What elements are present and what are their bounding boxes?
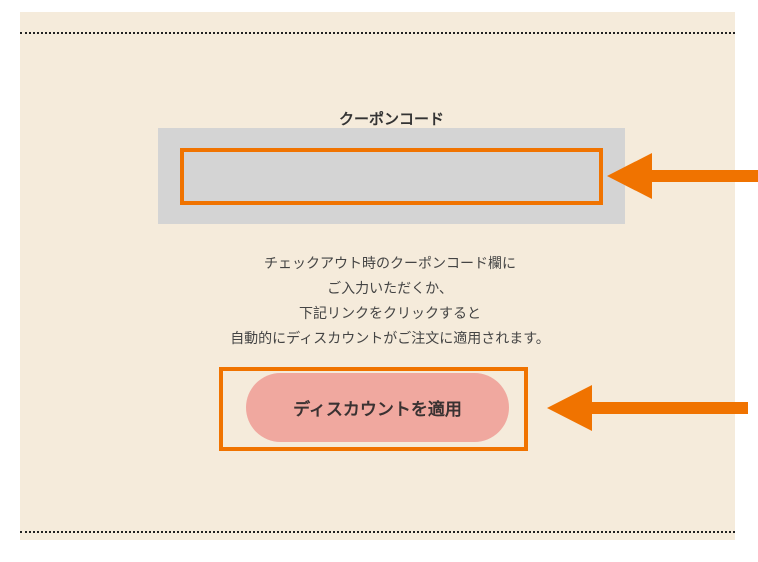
description-line: チェックアウト時のクーポンコード欄に (264, 256, 516, 272)
arrow-left-icon (607, 153, 758, 199)
coupon-panel (20, 12, 735, 540)
coupon-code-label: クーポンコード (338, 110, 444, 128)
apply-button-highlight (219, 367, 528, 451)
coupon-code-field[interactable] (180, 148, 603, 205)
coupon-code-box (158, 128, 625, 224)
apply-discount-button[interactable]: ディスカウントを適用 (246, 373, 509, 442)
description-line: ご入力いただくか、 (327, 281, 453, 297)
arrow-left-icon (547, 385, 748, 431)
description-line: 自動的にディスカウントがご注文に適用されます。 (230, 331, 550, 347)
coupon-description: チェックアウト時のクーポンコード欄に ご入力いただくか、 下記リンクをクリックす… (100, 252, 680, 352)
description-line: 下記リンクをクリックすると (299, 306, 481, 322)
top-dotted-divider (20, 32, 735, 34)
bottom-dotted-divider (20, 531, 735, 533)
